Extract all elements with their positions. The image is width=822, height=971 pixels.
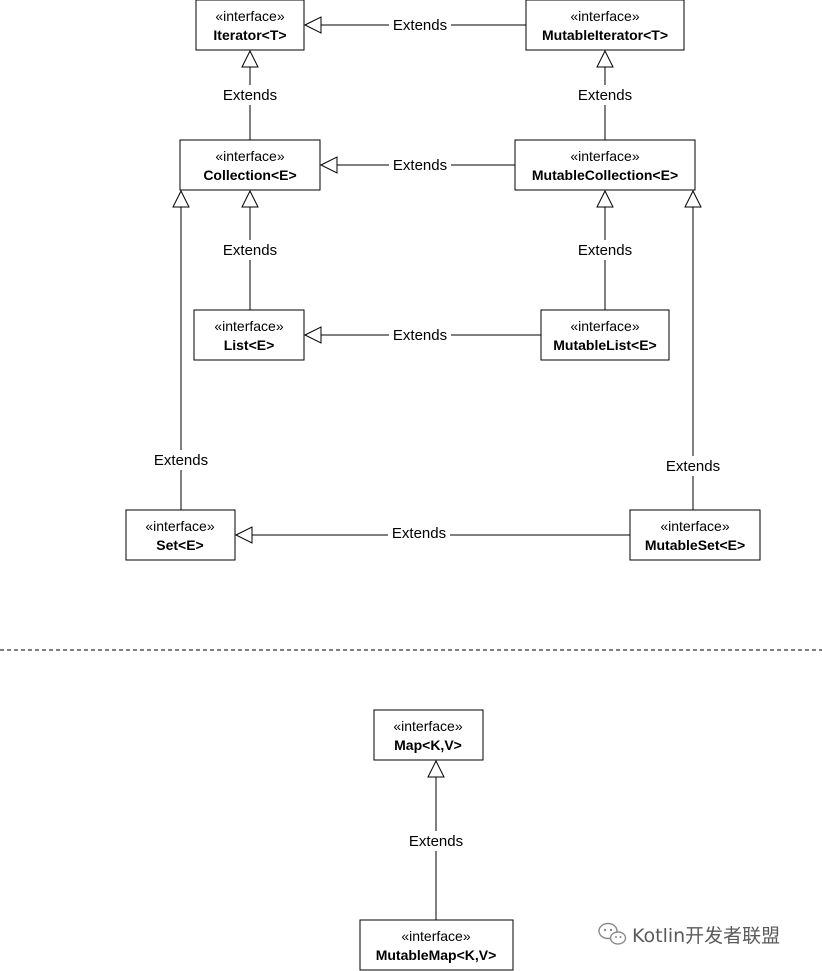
interface-name: MutableSet<E> (645, 537, 745, 553)
interface-name: MutableList<E> (553, 337, 656, 353)
interface-set[interactable]: «interface» Set<E> (125, 509, 236, 561)
interface-collection[interactable]: «interface» Collection<E> (179, 139, 321, 191)
stereotype-label: «interface» (215, 148, 284, 164)
edge-label: Extends (409, 833, 463, 850)
inheritance-arrowhead (427, 759, 445, 778)
interface-name: Collection<E> (203, 167, 296, 183)
inheritance-arrowhead (303, 16, 322, 34)
interface-name: Set<E> (156, 537, 203, 553)
edge-label: Extends (393, 327, 447, 344)
edge-mutableset-mutablecollection: Extends (662, 189, 724, 510)
edge-label: Extends (666, 458, 720, 475)
edge-label: Extends (578, 87, 632, 104)
interface-name: MutableCollection<E> (532, 167, 678, 183)
edge-mutableiterator-iterator: Extends (303, 15, 526, 35)
interface-map[interactable]: «interface» Map<K,V> (373, 709, 484, 761)
edge-mutableset-set: Extends (234, 523, 630, 544)
interface-name: Iterator<T> (213, 27, 286, 43)
interface-mutablemap[interactable]: «interface» MutableMap<K,V> (359, 919, 514, 971)
interface-mutableiterator[interactable]: «interface» MutableIterator<T> (525, 0, 685, 51)
interface-name: Map<K,V> (394, 737, 462, 753)
stereotype-label: «interface» (401, 928, 470, 944)
edge-mutablelist-mutablecollection: Extends (574, 189, 636, 310)
edge-label: Extends (393, 17, 447, 34)
inheritance-arrowhead (596, 49, 614, 68)
inheritance-arrowhead (596, 189, 614, 208)
interface-iterator[interactable]: «interface» Iterator<T> (195, 0, 305, 51)
interface-mutableset[interactable]: «interface» MutableSet<E> (629, 509, 761, 561)
interface-name: List<E> (224, 337, 275, 353)
stereotype-label: «interface» (570, 318, 639, 334)
edge-mutablecollection-mutableiterator: Extends (574, 49, 636, 140)
edge-collection-iterator: Extends (219, 49, 281, 140)
stereotype-label: «interface» (570, 8, 639, 24)
edge-label: Extends (392, 525, 446, 542)
stereotype-label: «interface» (145, 518, 214, 534)
edge-label: Extends (223, 87, 277, 104)
inheritance-arrowhead (172, 189, 190, 208)
inheritance-arrowhead (241, 49, 259, 68)
edge-mutablemap-map: Extends (405, 759, 467, 920)
stereotype-label: «interface» (215, 8, 284, 24)
edge-list-collection: Extends (219, 189, 281, 310)
interface-mutablelist[interactable]: «interface» MutableList<E> (540, 309, 670, 361)
stereotype-label: «interface» (570, 148, 639, 164)
watermark-text: Kotlin开发者联盟 (632, 925, 780, 947)
edge-mutablelist-list: Extends (303, 325, 541, 345)
interface-name: MutableIterator<T> (542, 27, 668, 43)
edge-label: Extends (393, 157, 447, 174)
wechat-icon (598, 922, 627, 945)
edge-label: Extends (578, 242, 632, 259)
interface-name: MutableMap<K,V> (376, 947, 497, 963)
inheritance-arrowhead (303, 326, 322, 344)
interface-list[interactable]: «interface» List<E> (193, 309, 305, 361)
edge-label: Extends (154, 452, 208, 469)
inheritance-arrowhead (319, 156, 338, 174)
edge-set-collection: Extends (150, 189, 212, 510)
edge-mutablecollection-collection: Extends (319, 155, 515, 175)
interface-mutablecollection[interactable]: «interface» MutableCollection<E> (514, 139, 696, 191)
stereotype-label: «interface» (393, 718, 462, 734)
edge-label: Extends (223, 242, 277, 259)
inheritance-arrowhead (241, 189, 259, 208)
inheritance-arrowhead (234, 526, 253, 544)
watermark: Kotlin开发者联盟 (598, 922, 780, 947)
stereotype-label: «interface» (660, 518, 729, 534)
stereotype-label: «interface» (214, 318, 283, 334)
inheritance-arrowhead (684, 189, 702, 208)
